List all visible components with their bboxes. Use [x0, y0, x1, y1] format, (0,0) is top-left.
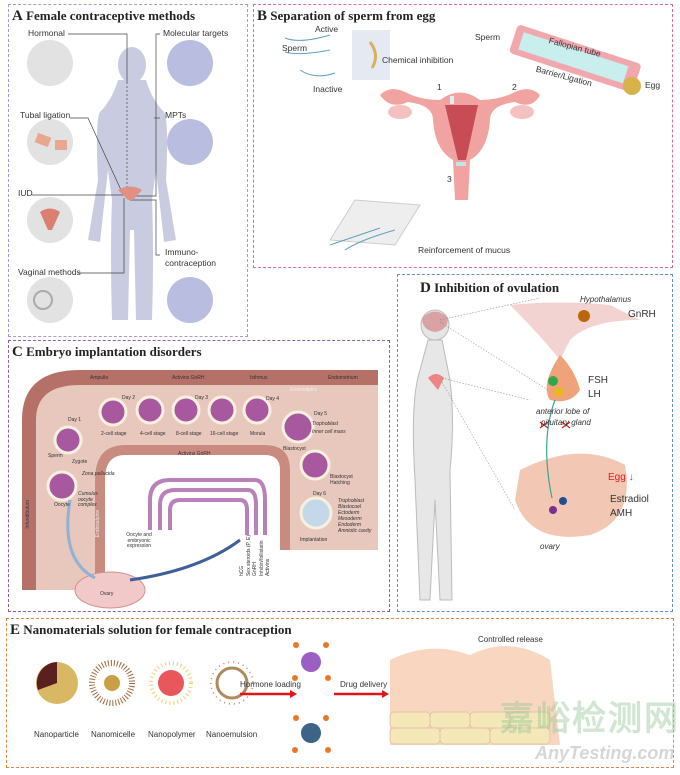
- day-2: Day 2: [122, 395, 136, 401]
- label-endometrium: Endometrium: [328, 375, 358, 381]
- label-chemical-inhibition: Chemical inhibition: [382, 55, 454, 65]
- label-pituitary-2: pituitary gland: [541, 418, 591, 427]
- label-icm: Inner cell mass: [312, 429, 346, 435]
- stage-4-cell: 4-cell stage: [140, 431, 166, 437]
- factor-activins: Activins: [265, 558, 271, 577]
- label-nanomicelle: Nanomicelle: [91, 730, 136, 739]
- layer: Trophoblast: [338, 498, 365, 504]
- nanomaterials-diagram: [36, 642, 560, 753]
- label-oocyte: Oocyte: [54, 502, 70, 508]
- panel-c: [8, 340, 390, 612]
- label-mpts: MPTs: [165, 110, 187, 120]
- day-1: Day 1: [68, 417, 82, 423]
- label-sperm-c: Sperm: [48, 453, 63, 459]
- day-5: Day 5: [314, 411, 328, 417]
- panel-e: [6, 618, 674, 768]
- factor-labels: hCG Sex steroids (P, E) GnRH Inhibin/fol…: [239, 535, 272, 577]
- panel-d-title: D Inhibition of ovulation: [420, 280, 560, 296]
- panel-d: [397, 274, 673, 612]
- stage-16-cell: 16-cell stage: [210, 431, 239, 437]
- scissors-icon: [539, 421, 571, 429]
- label-immuno: Immuno-: [165, 247, 199, 257]
- label-active: Active: [315, 24, 339, 34]
- layer: Blastocoel: [338, 504, 362, 510]
- panel-c-title: C Embryo implantation disorders: [12, 344, 202, 360]
- layer: Ectoderm: [338, 510, 360, 516]
- day-6: Day 6: [313, 491, 327, 497]
- egg-text: Egg: [608, 472, 626, 483]
- panel-e-title: E Nanomaterials solution for female cont…: [10, 622, 292, 638]
- panel-b: [253, 4, 673, 268]
- panel-b-title: B Separation of sperm from egg: [257, 8, 436, 24]
- day-3: Day 3: [195, 395, 209, 401]
- label-egg-d: Egg ↓: [608, 472, 634, 483]
- female-silhouette: [88, 47, 176, 320]
- label-sperm: Sperm: [282, 43, 308, 53]
- label-cumulus: Cumulus oocyte complex: [78, 491, 98, 508]
- label-activins-gnrh: Activins GnRH: [172, 375, 205, 381]
- ovulation-diagram: [412, 297, 640, 601]
- label-pituitary: anterior lobe of: [536, 407, 590, 416]
- factor-hcg: hCG: [239, 565, 245, 577]
- method-circles: [27, 40, 213, 323]
- label-iud: IUD: [18, 188, 33, 198]
- label-ovary-d: ovary: [540, 542, 560, 551]
- label-endosalpinx-2: Endosalpinx: [95, 510, 101, 538]
- label-2: 2: [512, 82, 517, 92]
- label-3: 3: [447, 174, 452, 184]
- label-zona: Zona pellucida: [82, 471, 115, 477]
- stage-2-cell: 2-cell stage: [101, 431, 127, 437]
- label-isthmus: Isthmus: [250, 375, 268, 381]
- label-fsh: FSH: [588, 375, 608, 386]
- label-ovary-c: Ovary: [100, 591, 114, 597]
- label-gnrh: GnRH: [628, 309, 656, 320]
- stage-8-cell: 8-cell stage: [176, 431, 202, 437]
- label-inactive: Inactive: [313, 84, 343, 94]
- down-arrow-icon: ↓: [628, 472, 634, 483]
- stage-morula: Morula: [250, 431, 266, 437]
- label-tubal-ligation: Tubal ligation: [20, 110, 71, 120]
- panel-a-title: A Female contraceptive methods: [12, 8, 196, 24]
- factor-gnrh: GnRH: [252, 562, 258, 577]
- label-estradiol: Estradiol: [610, 494, 649, 505]
- label-hatching: Blastocyst Hatching: [330, 474, 353, 486]
- label-mucus: Reinforcement of mucus: [418, 245, 511, 255]
- label-activins-gnrh-2: Activins GnRH: [178, 451, 211, 457]
- layer: Mesoderm: [338, 516, 362, 522]
- label-egg: Egg: [645, 80, 661, 90]
- day-4: Day 4: [266, 396, 280, 402]
- label-endosalpinx: Endosalpinx: [290, 387, 318, 393]
- leader-lines: [32, 33, 160, 274]
- label-sperm-tube: Sperm: [475, 32, 501, 42]
- watermark-en: AnyTesting.com: [535, 743, 675, 763]
- label-immuno2: contraception: [165, 258, 217, 268]
- layer: Endoderm: [338, 522, 362, 528]
- label-1: 1: [437, 82, 442, 92]
- label-hormone-loading: Hormone loading: [240, 680, 301, 689]
- label-drug-delivery: Drug delivery: [340, 680, 388, 689]
- layer: Amniotic cavity: [338, 528, 372, 534]
- label-nanoemulsion: Nanoemulsion: [206, 730, 258, 739]
- fallopian-tube-diagram: [22, 370, 378, 609]
- uterus-diagram: [284, 25, 641, 251]
- label-controlled-release: Controlled release: [478, 635, 543, 644]
- label-zygote: Zygote: [72, 459, 88, 465]
- label-vaginal: Vaginal methods: [18, 267, 81, 277]
- label-nanoparticle: Nanoparticle: [34, 730, 79, 739]
- label-expression: Oocyte and embryonic expression: [126, 532, 152, 549]
- label-nanopolymer: Nanopolymer: [148, 730, 196, 739]
- label-hormonal: Hormonal: [28, 28, 65, 38]
- watermark-cn: 嘉峪检测网: [500, 700, 680, 738]
- label-hypothalamus: Hypothalamus: [580, 295, 632, 304]
- label-infundibulum: Infundibulum: [25, 500, 31, 529]
- label-trophoblast: Trophoblast: [312, 421, 339, 427]
- label-amh: AMH: [610, 508, 633, 519]
- panel-a: [8, 4, 248, 337]
- label-molecular-targets: Molecular targets: [163, 28, 229, 38]
- label-implantation: Implantation: [300, 537, 328, 543]
- label-ampulla: Ampulla: [90, 375, 109, 381]
- label-lh: LH: [588, 389, 601, 400]
- label-blastocyst: Blastocyst: [283, 446, 306, 452]
- implant-layers: Trophoblast Blastocoel Ectoderm Mesoderm…: [338, 498, 371, 534]
